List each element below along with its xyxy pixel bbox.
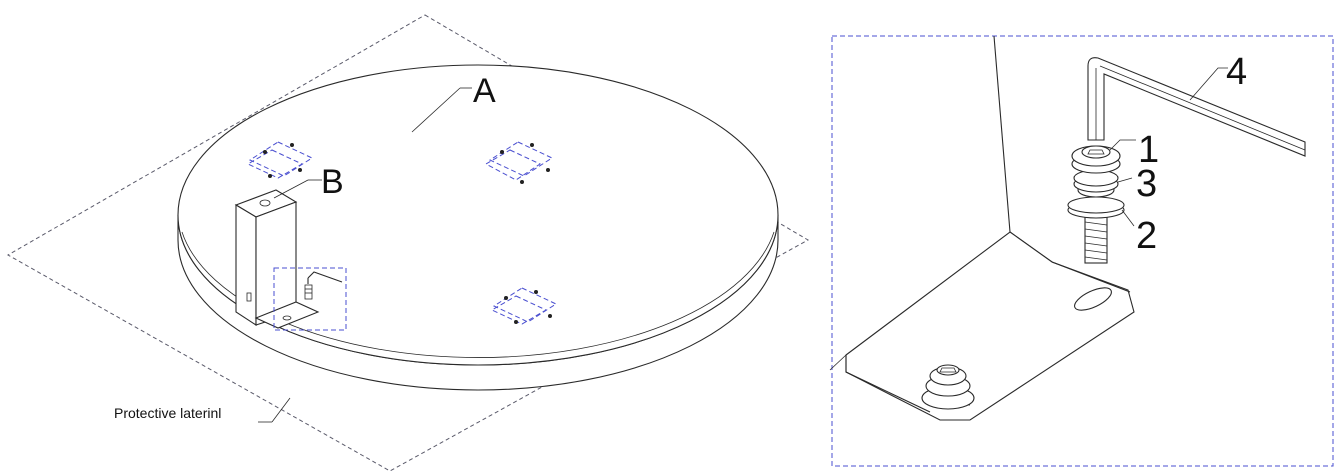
leader-line-1 [1109,139,1136,151]
left-assembly-view: A B Protective laterinl [6,14,810,472]
label-b: B [321,163,344,201]
round-plate-a [177,64,779,391]
bracket-position-marker-2 [484,141,554,184]
detail-view: 1 3 2 4 [829,35,1334,467]
leader-line-a [411,87,461,133]
bolt-part-2 [1067,196,1125,264]
slot-hole [1074,287,1112,311]
leader-line-b [273,179,309,199]
cap-screw-part-1 [1071,145,1121,174]
bracket-position-marker-1 [246,141,314,179]
part-label-1: 1 [1138,129,1159,171]
installed-fastener [921,364,975,410]
post-b [234,189,320,329]
leader-line-2 [1121,209,1135,227]
label-a: A [473,72,496,110]
leader-line-4 [1189,67,1228,101]
hex-key-part-4 [1087,57,1306,157]
spacer-part-3 [1073,169,1119,198]
leader-line-material [271,397,291,423]
detail-callout-box [273,267,347,331]
part-label-4: 4 [1226,51,1247,93]
bracket-position-marker-3 [490,287,558,325]
part-label-3: 3 [1136,163,1157,205]
part-label-2: 2 [1136,215,1157,257]
detail-view-frame [831,35,1334,467]
protective-material-label: Protective laterinl [114,405,221,421]
leader-line-3 [1117,177,1133,183]
bracket-base-plate [829,231,1135,421]
